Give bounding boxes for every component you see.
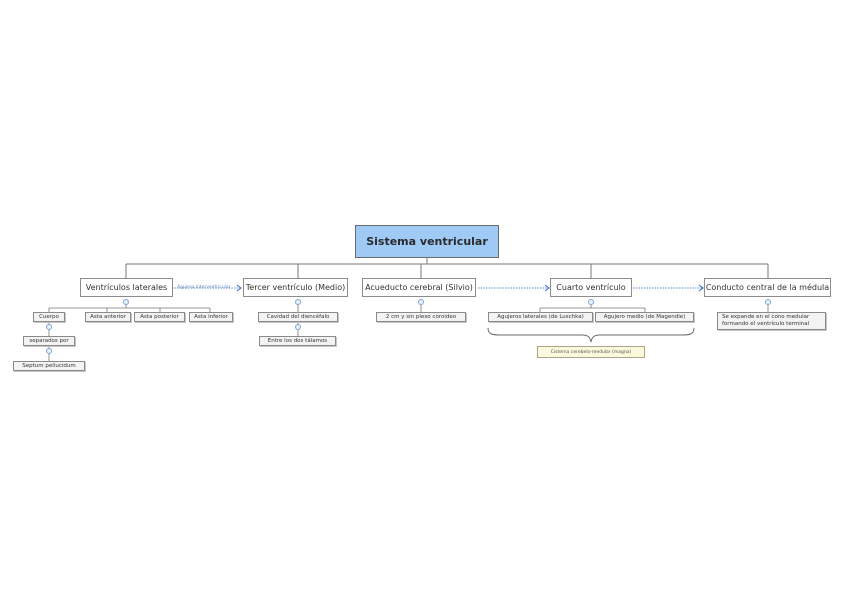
collapse-toggle-tercer[interactable] (295, 299, 301, 305)
collapse-toggle-separados[interactable] (46, 348, 52, 354)
topic-asta-posterior[interactable]: Asta posterior (134, 312, 185, 322)
collapse-toggle-laterales[interactable] (123, 299, 129, 305)
boundary-brace (487, 327, 695, 343)
collapse-toggle-cuerpo[interactable] (46, 324, 52, 330)
topic-asta-inferior[interactable]: Asta inferior (189, 312, 233, 322)
collapse-toggle-cavidad[interactable] (295, 324, 301, 330)
cuarto-connector-lines (539, 305, 646, 312)
branch-conducto-central[interactable]: Conducto central de la médula (704, 278, 831, 297)
topic-cuerpo[interactable]: Cuerpo (33, 312, 65, 322)
topic-agujero-magendie[interactable]: Agujero medio (de Magendie) (595, 312, 694, 322)
topic-separados-por[interactable]: separados por (23, 336, 75, 346)
boundary-note-cisterna-magna[interactable]: Cisterna cerebelo-medular (magna) (537, 346, 645, 358)
topic-sin-plexo[interactable]: 2 cm y sin plexo coroideo (376, 312, 466, 322)
topic-agujeros-luschka[interactable]: Agujeros laterales (de Luschka) (488, 312, 593, 322)
relation-arrows (172, 284, 704, 292)
connector-label-interventricular: Agujero interventricular (177, 285, 231, 290)
collapse-toggle-conducto[interactable] (765, 299, 771, 305)
collapse-toggle-acueducto[interactable] (418, 299, 424, 305)
topic-septum-pellucidum[interactable]: Septum pellucidum (13, 361, 85, 371)
collapse-toggle-cuarto[interactable] (588, 299, 594, 305)
topic-entre-talamos[interactable]: Entre los dos tálamos (259, 336, 336, 346)
branch-tercer-ventriculo[interactable]: Tercer ventrículo (Medio) (243, 278, 348, 297)
topic-asta-anterior[interactable]: Asta anterior (85, 312, 131, 322)
branch-acueducto-cerebral[interactable]: Acueducto cerebral (Silvio) (362, 278, 476, 297)
root-node[interactable]: Sistema ventricular (355, 225, 499, 258)
branch-cuarto-ventriculo[interactable]: Cuarto ventrículo (550, 278, 632, 297)
topic-cavidad-diencefalo[interactable]: Cavidad del diencéfalo (258, 312, 338, 322)
root-connector-lines (125, 258, 769, 278)
branch-ventriculos-laterales[interactable]: Ventrículos laterales (80, 278, 173, 297)
topic-cono-medular[interactable]: Se expande en el cono medular formando e… (717, 312, 826, 330)
